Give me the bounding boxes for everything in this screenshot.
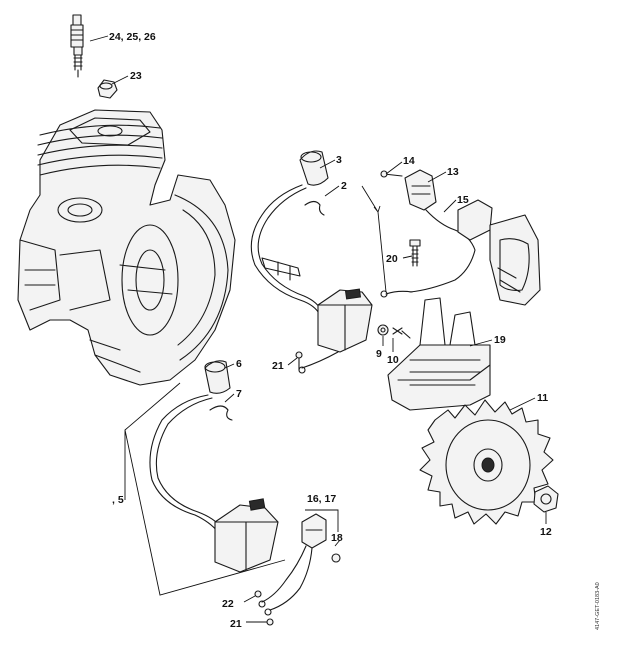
- leader-lines: [89, 35, 547, 623]
- flywheel-11: [419, 399, 554, 525]
- callout-22: 22: [222, 598, 234, 610]
- document-reference: 4147-GET-0183-A0: [595, 582, 601, 630]
- callout-23: 23: [130, 70, 142, 82]
- screw-14: [380, 170, 403, 178]
- callout-5: , 5: [112, 494, 124, 506]
- frame-ground-wire: [305, 509, 339, 532]
- nut-12: [533, 485, 559, 513]
- screw-22: [254, 590, 262, 598]
- callout-14: 14: [403, 155, 415, 167]
- switch-housing: [489, 214, 541, 306]
- spark-plug-boot: [97, 79, 118, 99]
- callout-11: 11: [537, 392, 548, 404]
- callout-18: 18: [331, 532, 343, 544]
- frame-upper-assembly: [361, 185, 387, 293]
- ground-wire: [258, 513, 341, 616]
- callout-21-upper: 21: [272, 360, 284, 372]
- callout-13: 13: [447, 166, 459, 178]
- callout-20: 20: [386, 253, 398, 265]
- callout-24-25-26: 24, 25, 26: [109, 31, 156, 43]
- short-circuit-wire: [380, 169, 493, 298]
- callout-15: 15: [457, 194, 469, 206]
- screw-10: [392, 327, 411, 339]
- callout-7: 7: [236, 388, 242, 400]
- ignition-module-upper: [250, 150, 373, 374]
- callout-3: 3: [336, 154, 342, 166]
- callout-10: 10: [387, 354, 399, 366]
- callout-9: 9: [376, 348, 382, 360]
- spark-plug: [70, 14, 84, 78]
- screw-21-lower: [266, 618, 274, 626]
- frame-lower-assembly: [124, 382, 286, 596]
- washer-9: [377, 324, 389, 336]
- callout-12: 12: [540, 526, 552, 538]
- ignition-module-lower: [149, 360, 279, 573]
- callout-2: 2: [341, 180, 347, 192]
- screw-21-upper: [295, 351, 303, 371]
- carrier-19: [387, 297, 491, 411]
- callout-21-lower: 21: [230, 618, 242, 630]
- callout-19: 19: [494, 334, 506, 346]
- callout-16-17: 16, 17: [307, 493, 336, 505]
- screw-20: [409, 239, 421, 267]
- engine-housing: [17, 109, 236, 386]
- callout-6: 6: [236, 358, 242, 370]
